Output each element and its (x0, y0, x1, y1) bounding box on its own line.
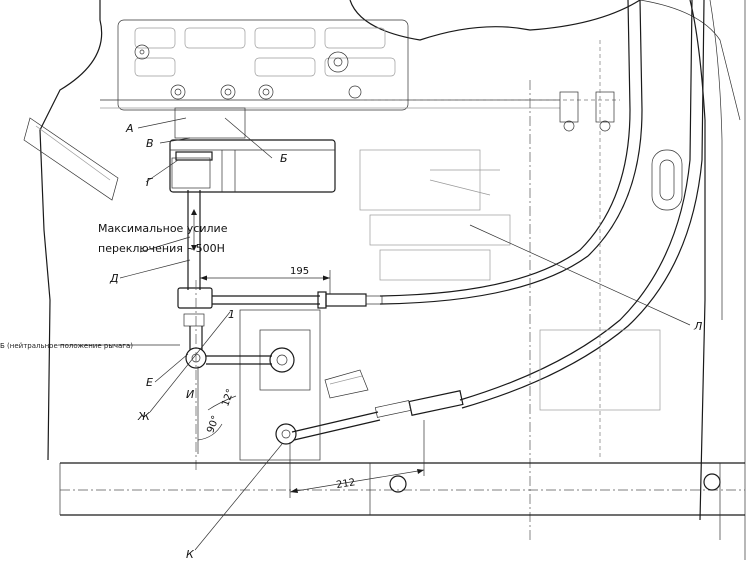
cable-upper (379, 0, 643, 305)
label-one: 1 (228, 308, 235, 321)
label-a-top: А (125, 122, 134, 135)
note-line-1: Максимальное усилие (98, 222, 228, 235)
label-l: Л (693, 320, 702, 333)
bracket-block (169, 107, 336, 193)
dim-angle-12: 12° (220, 388, 236, 408)
side-note: Б (нейтральное положение рычага) (0, 342, 133, 350)
leader-lines (58, 117, 691, 551)
label-i: И (186, 388, 194, 401)
note-line-2: переключения ~500Н (98, 242, 225, 255)
dim-212: 212 (336, 477, 357, 491)
shift-rod (177, 190, 213, 470)
label-zh: Ж (137, 410, 151, 423)
label-k: К (186, 548, 195, 561)
label-e: Е (146, 376, 153, 389)
dimension-lines (197, 270, 425, 498)
label-g-top: Г (146, 176, 153, 189)
lower-bracket (206, 309, 369, 461)
gearbox-details (359, 40, 683, 540)
cable-end-upper (212, 291, 383, 309)
dim-angle-90: 90° (205, 414, 221, 434)
label-v: В (146, 137, 154, 150)
top-plate (100, 19, 620, 111)
body-contour (23, 0, 746, 560)
label-b-top: Б (280, 152, 288, 165)
frame-rail (59, 462, 745, 540)
cable-lower (275, 0, 705, 445)
dim-195: 195 (290, 266, 309, 277)
label-d: Д (109, 272, 119, 285)
